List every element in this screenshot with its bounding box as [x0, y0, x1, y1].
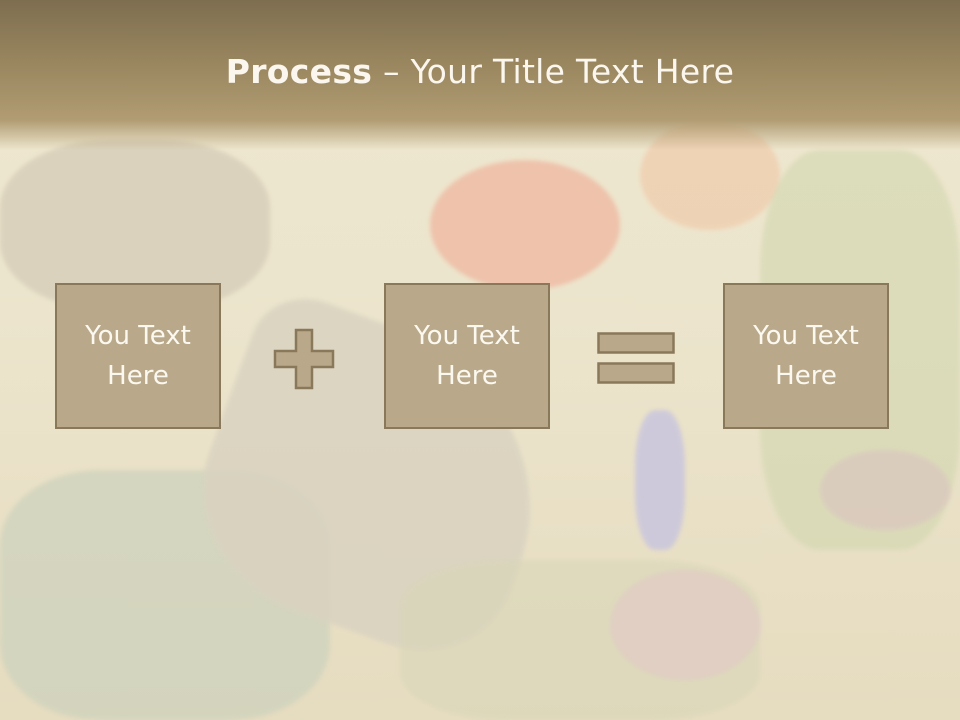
text-box-1[interactable]: You Text Here: [55, 283, 221, 429]
text-box-label: You Text Here: [85, 321, 191, 391]
title-bar: [0, 0, 960, 150]
tulip-shape: [430, 160, 620, 290]
plus-icon: [273, 328, 335, 390]
text-box-label: You Text Here: [414, 321, 520, 391]
glove-shape: [0, 140, 270, 310]
text-box-label: You Text Here: [753, 321, 859, 391]
title-rest: – Your Title Text Here: [372, 52, 735, 91]
text-box-3[interactable]: You Text Here: [723, 283, 889, 429]
text-box-2[interactable]: You Text Here: [384, 283, 550, 429]
hyacinth-shape: [635, 410, 685, 550]
grass-shape: [400, 560, 760, 720]
title-bold: Process: [225, 52, 373, 91]
equals-icon: [597, 332, 675, 384]
slide-title: Process – Your Title Text Here: [0, 52, 960, 91]
